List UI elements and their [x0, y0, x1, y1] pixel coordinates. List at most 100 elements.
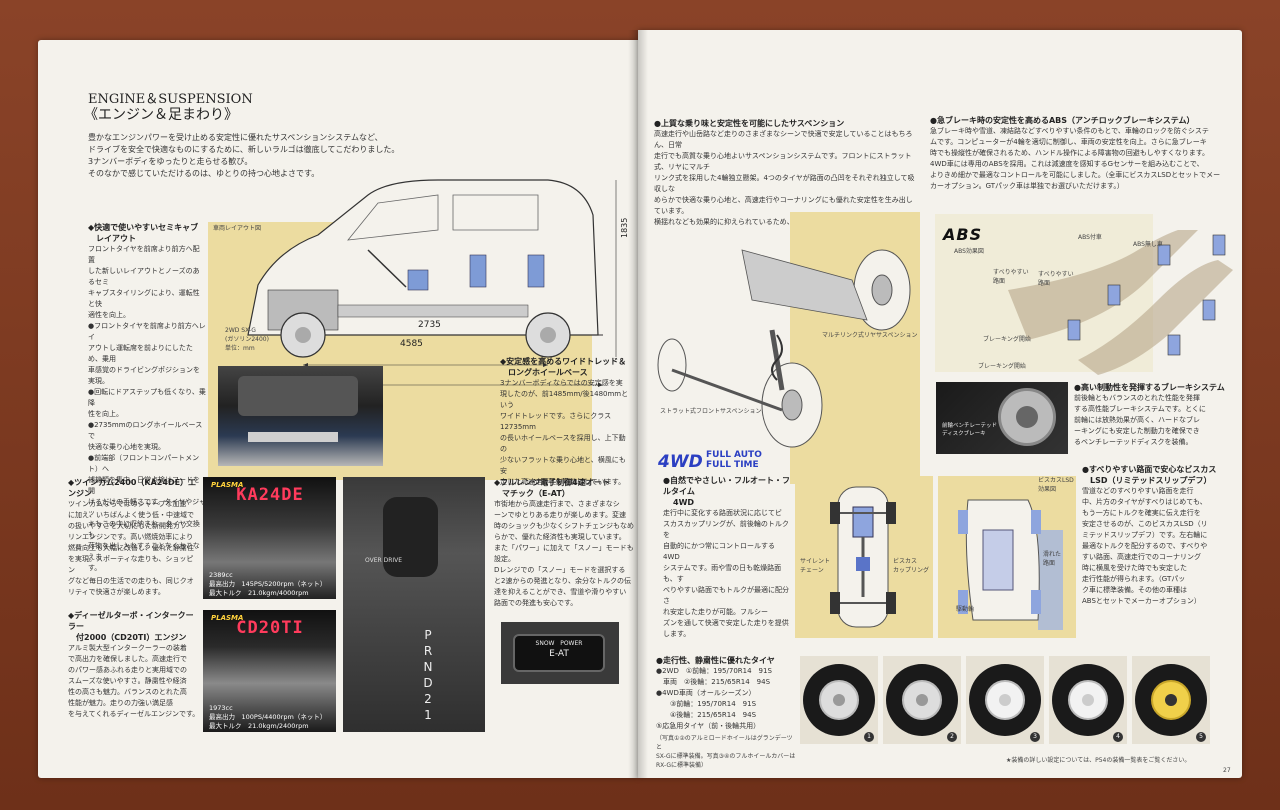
text-line: 3ナンバーボディならではの安定感を実 [500, 379, 623, 387]
text-line: で高出力を確保しました。高速走行で [68, 655, 187, 663]
text-line: 前後輪ともバランスのとれた性能を発揮 [1074, 394, 1200, 402]
text-line: 自動的にかつ常にコントロールする4WD [663, 542, 775, 561]
text-line: グなど毎日の生活での走りも、同じクオ [68, 577, 194, 585]
abs-effect-label: ABS効果図 [954, 248, 984, 255]
text-line: 適性を向上。 [88, 311, 130, 319]
dim-length: 4585 [400, 339, 423, 349]
text-line: リティで快適さが楽しめます。 [68, 588, 165, 596]
text-line: ク車に標準装備。その他の車種は [1082, 586, 1187, 594]
text-line: ③前輪：195/70R14 91S [656, 700, 757, 708]
cd20ti-badge: CD20TI [236, 618, 304, 638]
tire-photo-2: 2 [883, 656, 961, 744]
text-line: ●2735mmのロングホイールベースで [88, 421, 203, 440]
brake-section: ●高い制動性を発揮するブレーキシステム 前後輪ともバランスのとれた性能を発揮する… [1074, 382, 1239, 448]
text-line: リンエンジンです。高い燃焼効率により [68, 533, 194, 541]
text-line: ⑤応急用タイヤ（前・後輪共用） [656, 722, 761, 730]
vehicle-layout-diagram [247, 179, 617, 387]
right-page: ●上質な乗り味と安定性を可能にしたサスペンション 高速走行や山岳路など走りのさま… [638, 30, 1242, 778]
section-title-jp: 《エンジン＆足まわり》 [84, 107, 238, 123]
disc-brake-photo: 前輪ベンチレーテッド ディスクブレーキ [936, 382, 1068, 454]
text-line: キもこの中に収納され、タイヤ交換も [88, 520, 200, 539]
gear-indicator: P R N D 2 1 [423, 628, 433, 722]
text-line: らかで、優れた経済性も実現しています。 [494, 533, 626, 541]
lsd-effect-label: ビスカスLSD 効果図 [1038, 477, 1074, 493]
shift-lever-photo: OVER DRIVE P R N D 2 1 [343, 477, 485, 732]
text-line: ●4WD車両（オールシーズン） [656, 689, 756, 697]
text-line: ズンを通して快適で安定した走りを提供 [663, 619, 789, 627]
lsd-drive-label: 駆動輪 [956, 606, 975, 613]
text-line: けるだけの手軽さです。タイヤやジャッ [88, 498, 206, 517]
text-line: 時でも操縦性が確保されるため、ハンドル操作による障害物の回避もしやすくなります。 [930, 149, 1210, 157]
section-title-en: ENGINE＆SUSPENSION [88, 92, 253, 107]
text-line: 雪道などのすべりやすい路面を走行 [1082, 487, 1194, 495]
footnote: ★装備の詳しい設定については、P54の装備一覧表をご覧ください。 [1006, 757, 1191, 764]
text-line: 燃費向上も大幅に改善し、優れた静粛性 [68, 544, 194, 552]
text-line: 時に横風を受けた時でも安定した [1082, 564, 1187, 572]
text-line: 達を抑えることができ、雪道や滑りやすい [494, 588, 627, 596]
text-line: システムです。雨や雪の日も乾燥路面も、す [663, 564, 782, 583]
text-line: れ安定した走りが可能。フルシー [663, 608, 768, 616]
text-line: す。 [88, 564, 102, 572]
cd20ti-engine-photo: PLASMA CD20TI 1973cc 最高出力 100PS/4400rpm（… [203, 610, 336, 732]
slippery-label-1: すべりやすい 路面 [993, 269, 1029, 285]
text-line: する高性能ブレーキシステムです。とくに [1074, 405, 1206, 413]
4wd-drivetrain-illustration [830, 486, 896, 628]
text-line: ●フロントタイヤを前席より前方へレイ [88, 322, 206, 341]
text-line: の扱いやすさを大切にした新開発ガソ [68, 522, 187, 530]
text-line: 少ないフラットな乗り心地と、横風にも安 [500, 456, 626, 475]
suspension-illustration [657, 249, 911, 448]
text-line: 荷物を出し入れすることなくおこなえま [88, 542, 200, 561]
tire-photo-3: 3 [966, 656, 1044, 744]
text-line: 車両 ②後輪：215/65R14 94S [656, 678, 771, 686]
text-line: ワイドトレッドです。さらにクラス12735mm [500, 412, 612, 431]
e-at-switch: SNOW POWER E-AT [513, 634, 605, 672]
text-line: 性能が魅力。走りの力強い満足感 [68, 699, 173, 707]
text-line: 中、片方のタイヤがすべりはじめても、 [1082, 498, 1207, 506]
text-line: 安定させるのが、このビスカスLSD（リ [1082, 520, 1208, 528]
e-at-section: ◆フルレンジ電子制御4速オート マチック（E-AT） 市街地から高速走行まで、さ… [494, 478, 634, 607]
text-line: 時のショックも少なくシフトチェンジもなめ [494, 522, 634, 530]
text-line: （写真①②のアルミロードホイールはグランデーツと [656, 735, 793, 751]
left-page: ENGINE＆SUSPENSION 《エンジン＆足まわり》 豊かなエンジンパワー… [38, 40, 638, 778]
engine-bay-photo [218, 366, 383, 466]
text-line: キャブスタイリングにより、運転性と快 [88, 289, 200, 308]
text-line: 急ブレーキ時や雪道、凍結路などすべりやすい条件のもとで、車輪のロックを防ぐシステ [930, 127, 1209, 135]
text-line: よりきめ細かで最適なコントロールを可能にしました。（全車にビスカスLSDとセット… [930, 171, 1221, 179]
lsd-section: ●すべりやすい路面で安心なビスカス LSD（リミテッドスリップデフ） 雪道などの… [1082, 464, 1240, 607]
text-line: 横揺れなども効果的に抑えられているため、お子様連れの遠出も快適です。 [654, 218, 892, 226]
lsd-illustration [958, 499, 1063, 630]
multilink-label: マルチリンク式リヤサスペンション [822, 332, 918, 339]
text-line: のパワー感あふれる走りと実用域での [68, 666, 187, 674]
text-line: SX-Gに標準装備。写真③④のフルホイールカバーは [656, 753, 796, 760]
text-line: ●回転にドアステップも低くなり、乗降 [88, 388, 206, 407]
text-line: フロントタイヤを前席より前方へ配置 [88, 245, 200, 264]
text-line: 快適な乗り心地を実現。 [88, 443, 165, 451]
wide-tread-section: ◆安定感を高めるワイドトレッド＆ ロングホイールベース 3ナンバーボディならでは… [500, 357, 629, 486]
abs-fitted-label: ABS付車 [1078, 234, 1102, 241]
text-line: すい路面、高速走行でのコーナリング [1082, 553, 1201, 561]
text-line: リンク式を採用した4輪独立懸架。4つのタイヤが路面の凸凹をそれぞれ独立して吸収し… [654, 174, 915, 193]
abs-effect-illustration [1008, 230, 1233, 375]
text-line: 市街地から高速走行まで、さまざまなシ [494, 500, 620, 508]
text-line: を実現。スポーティな走りも、ショッピン [68, 555, 194, 574]
text-line: 定した高速走行性を可能にしています。 [500, 478, 626, 486]
text-line: もう一方にトルクを確実に伝え走行を [1082, 509, 1201, 517]
text-line: ④後輪：215/65R14 94S [656, 711, 757, 719]
text-line: カーオプション。GTパック車は単独でお選びいただけます。） [930, 182, 1124, 190]
text-line: るベンチレーテッドディスクを装備。 [1074, 438, 1193, 446]
suspension-section: ●上質な乗り味と安定性を可能にしたサスペンション 高速走行や山岳路など走りのさま… [654, 118, 918, 228]
ka24de-engine-section: ◆ツインカム2400（KA24DE）エンジン ツインカムならではのシャープな加速… [68, 478, 197, 596]
text-line: 走行でも高質な乗り心地よいサスペンションシステムです。フロントにストラット式、リ… [654, 152, 912, 171]
ka24de-engine-photo: PLASMA KA24DE 2389cc 最高出力 145PS/5200rpm（… [203, 477, 336, 599]
tire-photo-5: 5 [1132, 656, 1210, 744]
text-line: ーキングにも安定した制動力を確保でき [1074, 427, 1200, 435]
text-line: ミテッドスリップデフ）です。左右輪に [1082, 531, 1208, 539]
4wd-section: ●自然でやさしい・フルオート・フルタイム 4WD 走行中に変化する路面状況に応じ… [663, 476, 790, 638]
disc-brake-label: 前輪ベンチレーテッド ディスクブレーキ [942, 423, 998, 437]
layout-caption: 車両レイアウト図 [213, 225, 262, 232]
semicab-layout-section: ◆快適で使いやすいセミキャブ レイアウト フロントタイヤを前席より前方へ配置した… [88, 223, 206, 572]
ka24de-spec: 2389cc 最高出力 145PS/5200rpm（ネット） 最大トルク 21.… [209, 571, 327, 597]
text-line: めらかで快適な乗り心地と、高速走行やコーナリングにも優れた安定性を生み出していま… [654, 196, 913, 215]
ka24de-badge: KA24DE [236, 485, 304, 505]
text-line: スムーズな使いやすさ。静粛性や経済 [68, 677, 187, 685]
